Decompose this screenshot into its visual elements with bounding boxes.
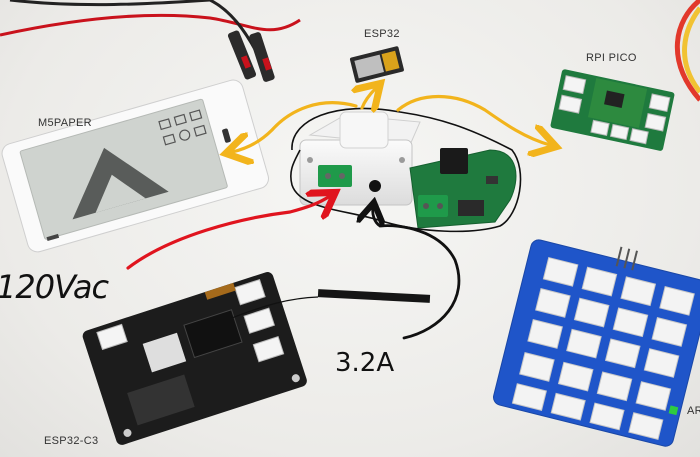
- relay-board: [409, 148, 517, 229]
- black-arrow: [373, 208, 461, 340]
- label-m5paper: M5PAPER: [38, 117, 92, 129]
- grove-shield: [493, 239, 700, 447]
- annotation-voltage: 120Vac: [0, 268, 109, 306]
- arrow-to-rpi-pico: [396, 94, 550, 146]
- rpi-pico-board: [550, 69, 675, 151]
- arrow-to-esp32: [362, 88, 376, 108]
- annotation-current: 3.2A: [335, 348, 395, 378]
- label-rpi-pico: RPI PICO: [586, 52, 637, 64]
- probe-wires: [0, 0, 301, 82]
- esp32-module: [349, 46, 404, 83]
- arrow-to-m5paper: [232, 101, 358, 152]
- label-esp32-c3: ESP32-C3: [44, 435, 99, 447]
- m5paper-device: [1, 79, 270, 253]
- red-arrow: [126, 196, 330, 270]
- label-esp32: ESP32: [364, 28, 400, 40]
- enclosure-box: [299, 111, 421, 206]
- label-partial-right: AR: [687, 405, 700, 417]
- yellow-arrows: [232, 88, 550, 152]
- esp32-c3-board: [82, 272, 307, 445]
- antenna: [231, 289, 431, 319]
- rainbow-cable: [675, 0, 700, 102]
